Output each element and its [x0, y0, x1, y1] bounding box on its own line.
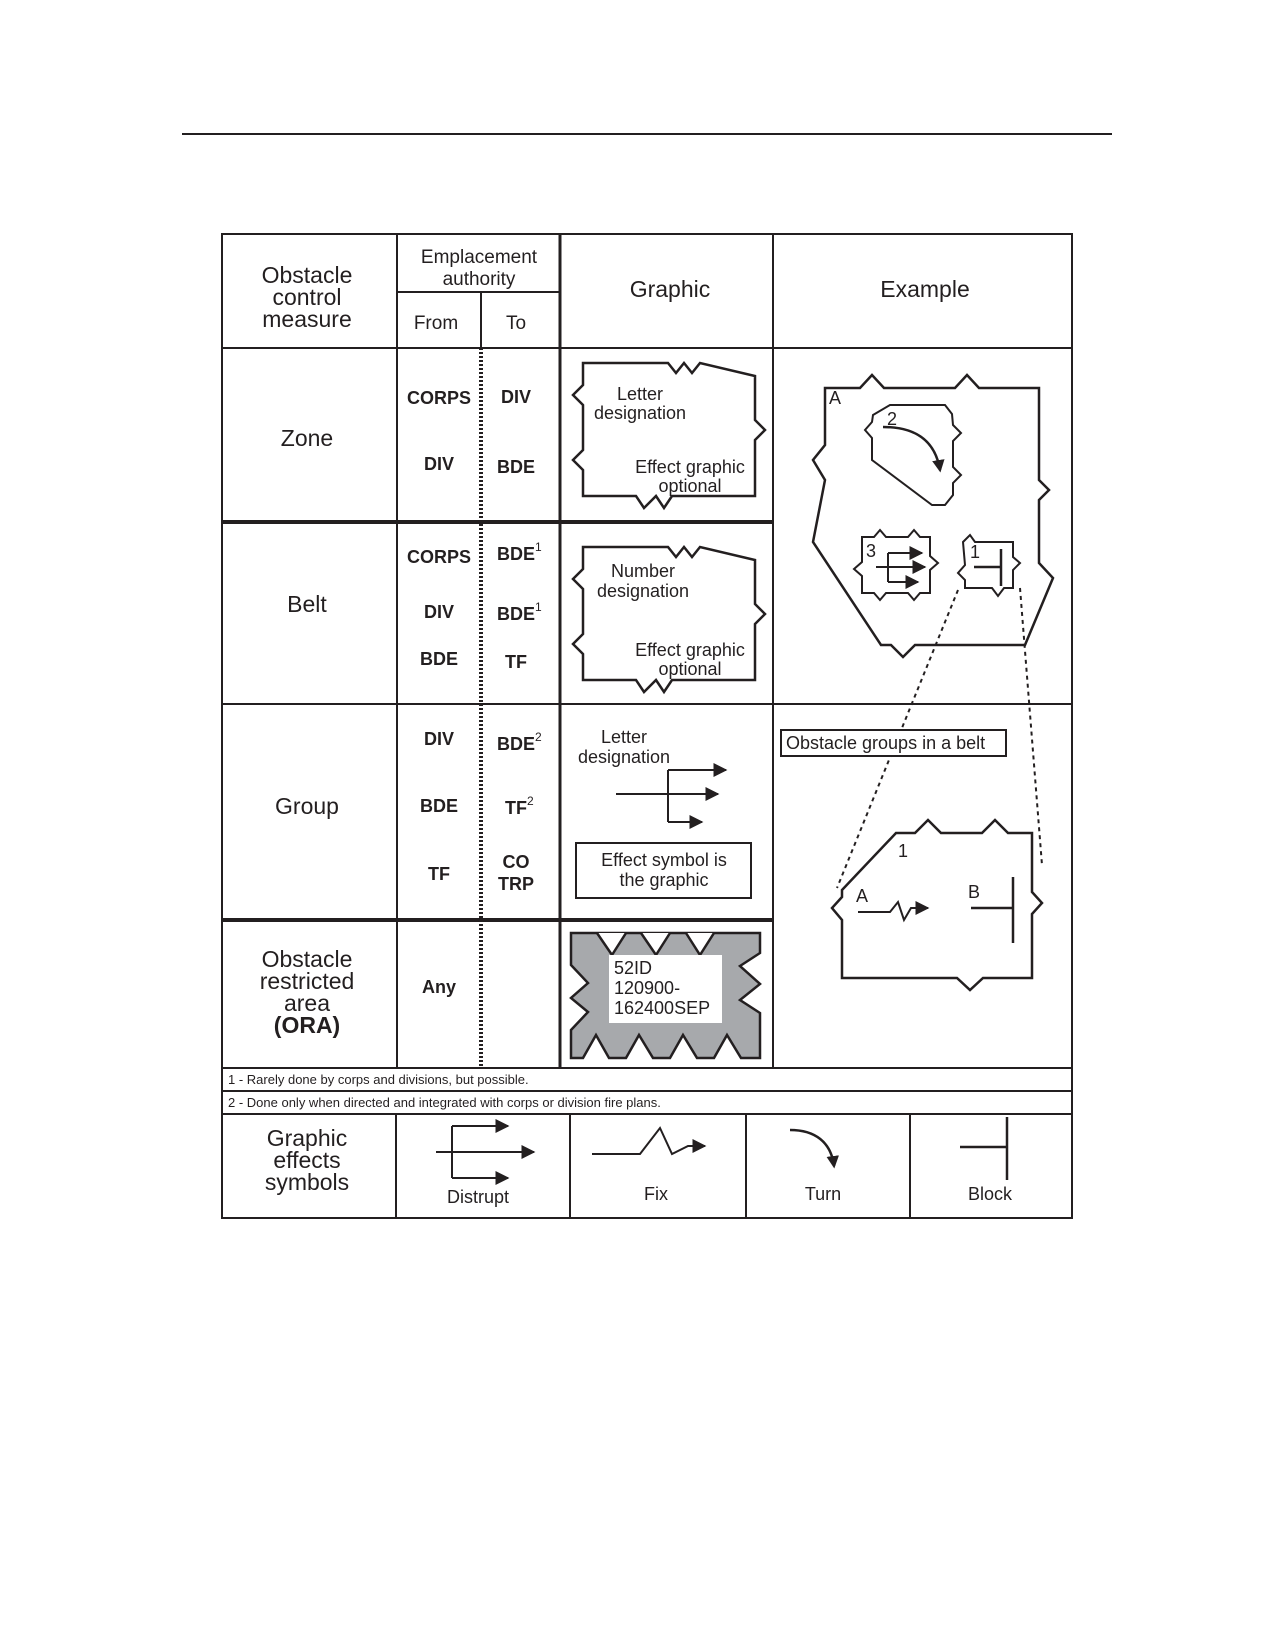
row-ora-name-line3: area	[284, 990, 330, 1016]
belt-graphic-outline	[571, 544, 767, 695]
example-group-3-number: 3	[866, 541, 876, 561]
group-from-2: BDE	[420, 796, 458, 816]
ora-label-line2: 120900-	[614, 978, 680, 998]
row-ora-name-line1: Obstacle	[262, 946, 353, 972]
group-graphic-box	[575, 842, 752, 899]
group-from-3: TF	[428, 864, 450, 884]
row-belt: Belt CORPS BDE1 DIV BDE1 BDE TF Number d…	[287, 540, 767, 695]
effects-title-line1: Graphic	[267, 1125, 348, 1151]
ora-label-box	[609, 955, 722, 1023]
effect-label-block: Block	[968, 1184, 1013, 1204]
group-graphic-bottom-line2: the graphic	[619, 870, 708, 890]
zone-graphic-bottom-line1: Effect graphic	[635, 457, 745, 477]
header-measure-line3: measure	[262, 306, 351, 332]
example-turn-icon	[882, 425, 945, 473]
effects-row: Graphic effects symbols Distrupt Fix Tur…	[265, 1117, 1013, 1207]
row-belt-name: Belt	[287, 591, 327, 617]
zone-from-1: CORPS	[407, 388, 471, 408]
example-detail-belt	[830, 818, 1044, 992]
footnote-2: 2 - Done only when directed and integrat…	[228, 1095, 661, 1110]
effect-label-fix: Fix	[644, 1184, 668, 1204]
ora-top-notches	[595, 932, 716, 958]
zone-graphic-top-line1: Letter	[617, 384, 663, 404]
example-leader-right	[1019, 587, 1043, 866]
ora-label-line1: 52ID	[614, 958, 652, 978]
belt-from-1: CORPS	[407, 547, 471, 567]
belt-graphic-bottom-line2: optional	[658, 659, 721, 679]
group-graphic-top-line1: Letter	[601, 727, 647, 747]
example-group-3	[852, 528, 940, 602]
zone-from-2: DIV	[424, 454, 454, 474]
example-detail-a: A	[856, 886, 868, 906]
example-group-1-block-icon	[974, 549, 1003, 586]
example-group-1	[956, 533, 1022, 598]
belt-to-2: BDE1	[497, 600, 542, 624]
fix-icon	[592, 1126, 707, 1156]
belt-to-1: BDE1	[497, 540, 542, 564]
effect-label-disrupt: Distrupt	[447, 1187, 509, 1207]
table-grid	[221, 233, 1073, 1219]
header-from: From	[414, 313, 458, 334]
row-group-name: Group	[275, 793, 339, 819]
ora-from-1: Any	[422, 977, 456, 997]
group-to-3-line1: CO	[503, 852, 530, 872]
row-zone-name: Zone	[281, 425, 333, 451]
group-to-1: BDE2	[497, 730, 542, 754]
group-graphic-bottom-line1: Effect symbol is	[601, 850, 727, 870]
effect-label-turn: Turn	[805, 1184, 841, 1204]
zone-to-2: BDE	[497, 457, 535, 477]
example-zone-letter: A	[829, 388, 841, 408]
example-detail-number: 1	[898, 841, 908, 861]
belt-from-3: BDE	[420, 649, 458, 669]
group-disrupt-icon	[616, 763, 728, 829]
belt-graphic-top-line1: Number	[611, 561, 675, 581]
turn-icon	[789, 1128, 839, 1169]
example-diagram: A 2 3 1 Obstacle groups in a belt 1 A	[780, 373, 1055, 992]
example-group-3-disrupt-icon	[876, 546, 927, 589]
row-zone: Zone CORPS DIV DIV BDE Letter designatio…	[281, 360, 767, 511]
header-measure-line1: Obstacle	[262, 262, 353, 288]
example-inner-zone	[863, 404, 963, 506]
example-zone-outline	[811, 373, 1055, 659]
example-callout: Obstacle groups in a belt	[786, 733, 985, 753]
group-graphic-top-line2: designation	[578, 747, 670, 767]
group-from-1: DIV	[424, 729, 454, 749]
ora-label-line3: 162400SEP	[614, 998, 710, 1018]
header-emplacement-line1: Emplacement	[421, 247, 538, 268]
effects-title-line3: symbols	[265, 1169, 349, 1195]
example-detail-block-icon	[971, 877, 1015, 943]
header-graphic: Graphic	[630, 276, 711, 302]
example-group-1-number: 1	[970, 542, 980, 562]
row-ora: Obstacle restricted area (ORA) Any 52ID …	[260, 931, 762, 1060]
header-emplacement-line2: authority	[443, 269, 516, 290]
effects-title-line2: effects	[273, 1147, 340, 1173]
example-callout-box	[780, 729, 1007, 757]
group-to-3-line2: TRP	[498, 874, 534, 894]
example-inner-zone-number: 2	[887, 409, 897, 429]
zone-graphic-top-line2: designation	[594, 403, 686, 423]
table-header: Obstacle control measure Emplacement aut…	[262, 247, 970, 334]
row-ora-name-line2: restricted	[260, 968, 355, 994]
zone-graphic-bottom-line2: optional	[658, 476, 721, 496]
row-group: Group DIV BDE2 BDE TF2 TF CO TRP Letter …	[275, 727, 752, 899]
footnote-1: 1 - Rarely done by corps and divisions, …	[228, 1072, 529, 1087]
belt-graphic-bottom-line1: Effect graphic	[635, 640, 745, 660]
header-measure-line2: control	[272, 284, 341, 310]
belt-to-3: TF	[505, 652, 527, 672]
block-icon	[960, 1117, 1009, 1180]
zone-to-1: DIV	[501, 387, 531, 407]
disrupt-icon	[436, 1119, 536, 1185]
header-to: To	[506, 313, 526, 334]
belt-graphic-top-line2: designation	[597, 581, 689, 601]
belt-from-2: DIV	[424, 602, 454, 622]
example-detail-fix-icon	[858, 899, 930, 923]
header-example: Example	[880, 276, 969, 302]
group-to-2: TF2	[505, 794, 534, 818]
zone-graphic-outline	[571, 360, 767, 511]
row-ora-name-line4: (ORA)	[274, 1012, 340, 1038]
example-detail-b: B	[968, 882, 980, 902]
